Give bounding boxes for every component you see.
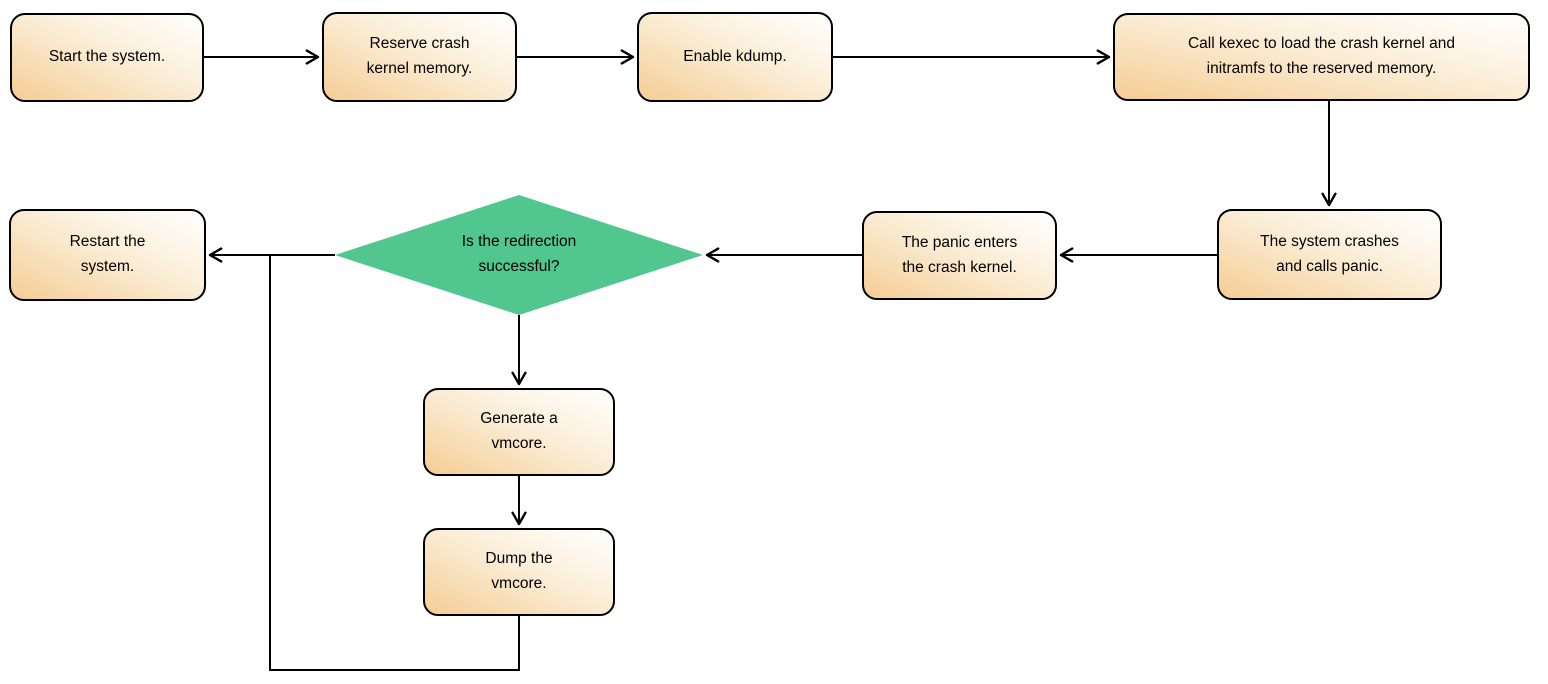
flow-node-dump-vmcore: Dump the vmcore.	[423, 528, 615, 616]
flow-node-panic-enters-crash-kernel: The panic enters the crash kernel.	[862, 211, 1057, 300]
flow-node-reserve-crash-kernel-memory: Reserve crash kernel memory.	[322, 12, 517, 102]
connector-dump-feedback-loop	[269, 256, 520, 671]
flow-node-generate-vmcore: Generate a vmcore.	[423, 388, 615, 476]
flow-node-enable-kdump: Enable kdump.	[637, 12, 833, 102]
flow-node-start-system: Start the system.	[10, 13, 204, 102]
flow-node-call-kexec: Call kexec to load the crash kernel and …	[1113, 13, 1530, 101]
flow-node-system-crashes: The system crashes and calls panic.	[1217, 209, 1442, 300]
flow-node-restart-system: Restart the system.	[9, 209, 206, 301]
